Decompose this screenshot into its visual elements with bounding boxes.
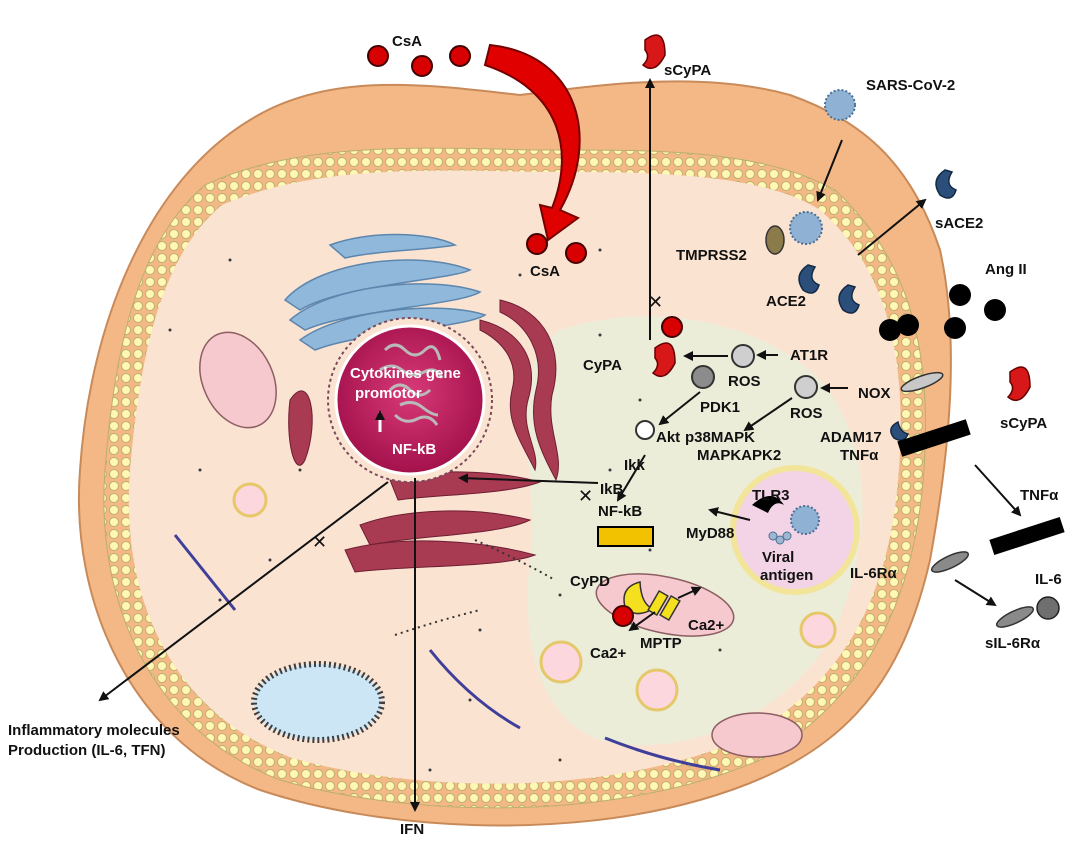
endosome-virus-icon bbox=[790, 505, 820, 535]
label-cypa: CyPA bbox=[583, 357, 622, 374]
scypa-top-icon bbox=[641, 34, 666, 70]
label-at1r: AT1R bbox=[790, 347, 828, 364]
cytoskeleton bbox=[173, 534, 721, 772]
viral-antigen-icon bbox=[768, 531, 792, 545]
label-mptp: MPTP bbox=[640, 635, 682, 652]
label-cytokines-gene: Cytokines gene bbox=[350, 365, 461, 382]
il6ra-shedding-arrow bbox=[954, 579, 997, 607]
scypa-right-icon bbox=[1006, 366, 1031, 402]
label-tlr3: TLR3 bbox=[752, 487, 790, 504]
label-cypd: CyPD bbox=[570, 573, 610, 590]
label-inflammatory-production: Production (IL-6, TFN) bbox=[8, 742, 165, 759]
label-nfkb-nucleus: NF-kB bbox=[392, 441, 436, 458]
il6ra-icon bbox=[930, 551, 970, 573]
inflammatory-output-arrow bbox=[98, 481, 389, 702]
csa-molecules-outside bbox=[367, 45, 471, 77]
virus-entry-arrow bbox=[816, 139, 843, 202]
tmprss2-icon bbox=[765, 225, 785, 255]
label-ca-right: Ca2+ bbox=[688, 617, 725, 634]
label-scypa-top: sCyPA bbox=[664, 62, 711, 79]
label-p38mapk: p38MAPK bbox=[685, 429, 755, 446]
ace2-shedding-arrow bbox=[857, 198, 927, 256]
label-tnfa-membrane: TNFα bbox=[840, 447, 879, 464]
nox-icon bbox=[900, 371, 944, 393]
label-sars-cov-2: SARS-CoV-2 bbox=[866, 77, 955, 94]
label-sil6ra: sIL-6Rα bbox=[985, 635, 1041, 652]
diagram-labels: CsA CsA sCyPA SARS-CoV-2 sACE2 TMPRSS2 A… bbox=[8, 33, 1062, 838]
label-il6ra: IL-6Rα bbox=[850, 565, 898, 582]
csa-entry-arrow bbox=[483, 43, 581, 242]
label-sace2: sACE2 bbox=[935, 215, 983, 232]
chromatin bbox=[379, 343, 444, 426]
sil6ra-icon bbox=[995, 606, 1035, 628]
sace2-icon bbox=[935, 169, 957, 199]
label-antigen: antigen bbox=[760, 567, 813, 584]
label-scypa-right: sCyPA bbox=[1000, 415, 1047, 432]
inflammatory-block-x: ✕ bbox=[312, 532, 327, 552]
label-promotor: promotor bbox=[355, 385, 422, 402]
tnfa-membrane-bar bbox=[897, 419, 971, 457]
label-csa-top: CsA bbox=[392, 33, 422, 50]
sars-cov-2-virus-icon bbox=[824, 89, 856, 121]
label-akt: Akt bbox=[656, 429, 680, 446]
il6-icon bbox=[1036, 596, 1060, 620]
label-tmprss2: TMPRSS2 bbox=[676, 247, 747, 264]
label-mapkapk2: MAPKAPK2 bbox=[697, 447, 781, 464]
cypa-secretion-block-x: ✕ bbox=[648, 292, 663, 312]
label-viral: Viral bbox=[762, 549, 794, 566]
akt-molecule bbox=[635, 420, 655, 440]
ang-ii-molecules bbox=[879, 284, 1006, 341]
ros-molecules bbox=[731, 344, 818, 399]
label-ikk: Ikk bbox=[624, 457, 646, 474]
tlr3-icon bbox=[752, 496, 784, 513]
label-pdk1: PDK1 bbox=[700, 399, 740, 416]
nfkb-box bbox=[597, 526, 654, 547]
cypd-bound-csa bbox=[612, 605, 634, 627]
vacuole bbox=[251, 661, 385, 743]
label-ros-2: ROS bbox=[790, 405, 823, 422]
label-ifn: IFN bbox=[400, 821, 424, 838]
ace2-receptor-icons bbox=[798, 264, 860, 314]
label-ca-left: Ca2+ bbox=[590, 645, 627, 662]
ribosome-dots bbox=[168, 248, 722, 772]
nfkb-translocation-block-x: ✕ bbox=[578, 486, 593, 506]
sars-cov-2-bound-virus-icon bbox=[789, 211, 823, 245]
label-myd88: MyD88 bbox=[686, 525, 734, 542]
label-ros-1: ROS bbox=[728, 373, 761, 390]
cypa-bound-csa bbox=[661, 316, 683, 338]
cypa-icon bbox=[651, 342, 676, 378]
label-il6: IL-6 bbox=[1035, 571, 1062, 588]
mptp-channel-icon bbox=[647, 589, 681, 622]
label-ang-ii: Ang II bbox=[985, 261, 1027, 278]
label-nox: NOX bbox=[858, 385, 891, 402]
label-nfkb-cytoplasm: NF-kB bbox=[598, 503, 642, 520]
label-ikb: IkB bbox=[600, 481, 624, 498]
tnfa-release-arrow bbox=[974, 464, 1022, 517]
ca-efflux-arrow-left bbox=[628, 611, 656, 632]
nucleus bbox=[327, 317, 493, 483]
csa-molecules-inside bbox=[526, 233, 587, 264]
ca-efflux-arrow-right bbox=[677, 586, 702, 599]
signaling-arrows bbox=[458, 350, 848, 521]
label-tnfa-soluble: TNFα bbox=[1020, 487, 1059, 504]
tnfa-soluble-bar bbox=[989, 516, 1065, 556]
cypd-icon bbox=[623, 581, 655, 615]
label-ace2: ACE2 bbox=[766, 293, 806, 310]
label-inflammatory-molecules: Inflammatory molecules bbox=[8, 722, 180, 739]
pdk1-molecule bbox=[691, 365, 715, 389]
label-adam17: ADAM17 bbox=[820, 429, 882, 446]
label-csa-in: CsA bbox=[530, 263, 560, 280]
cytoplasm-region bbox=[526, 316, 863, 746]
vesicles bbox=[232, 482, 837, 712]
